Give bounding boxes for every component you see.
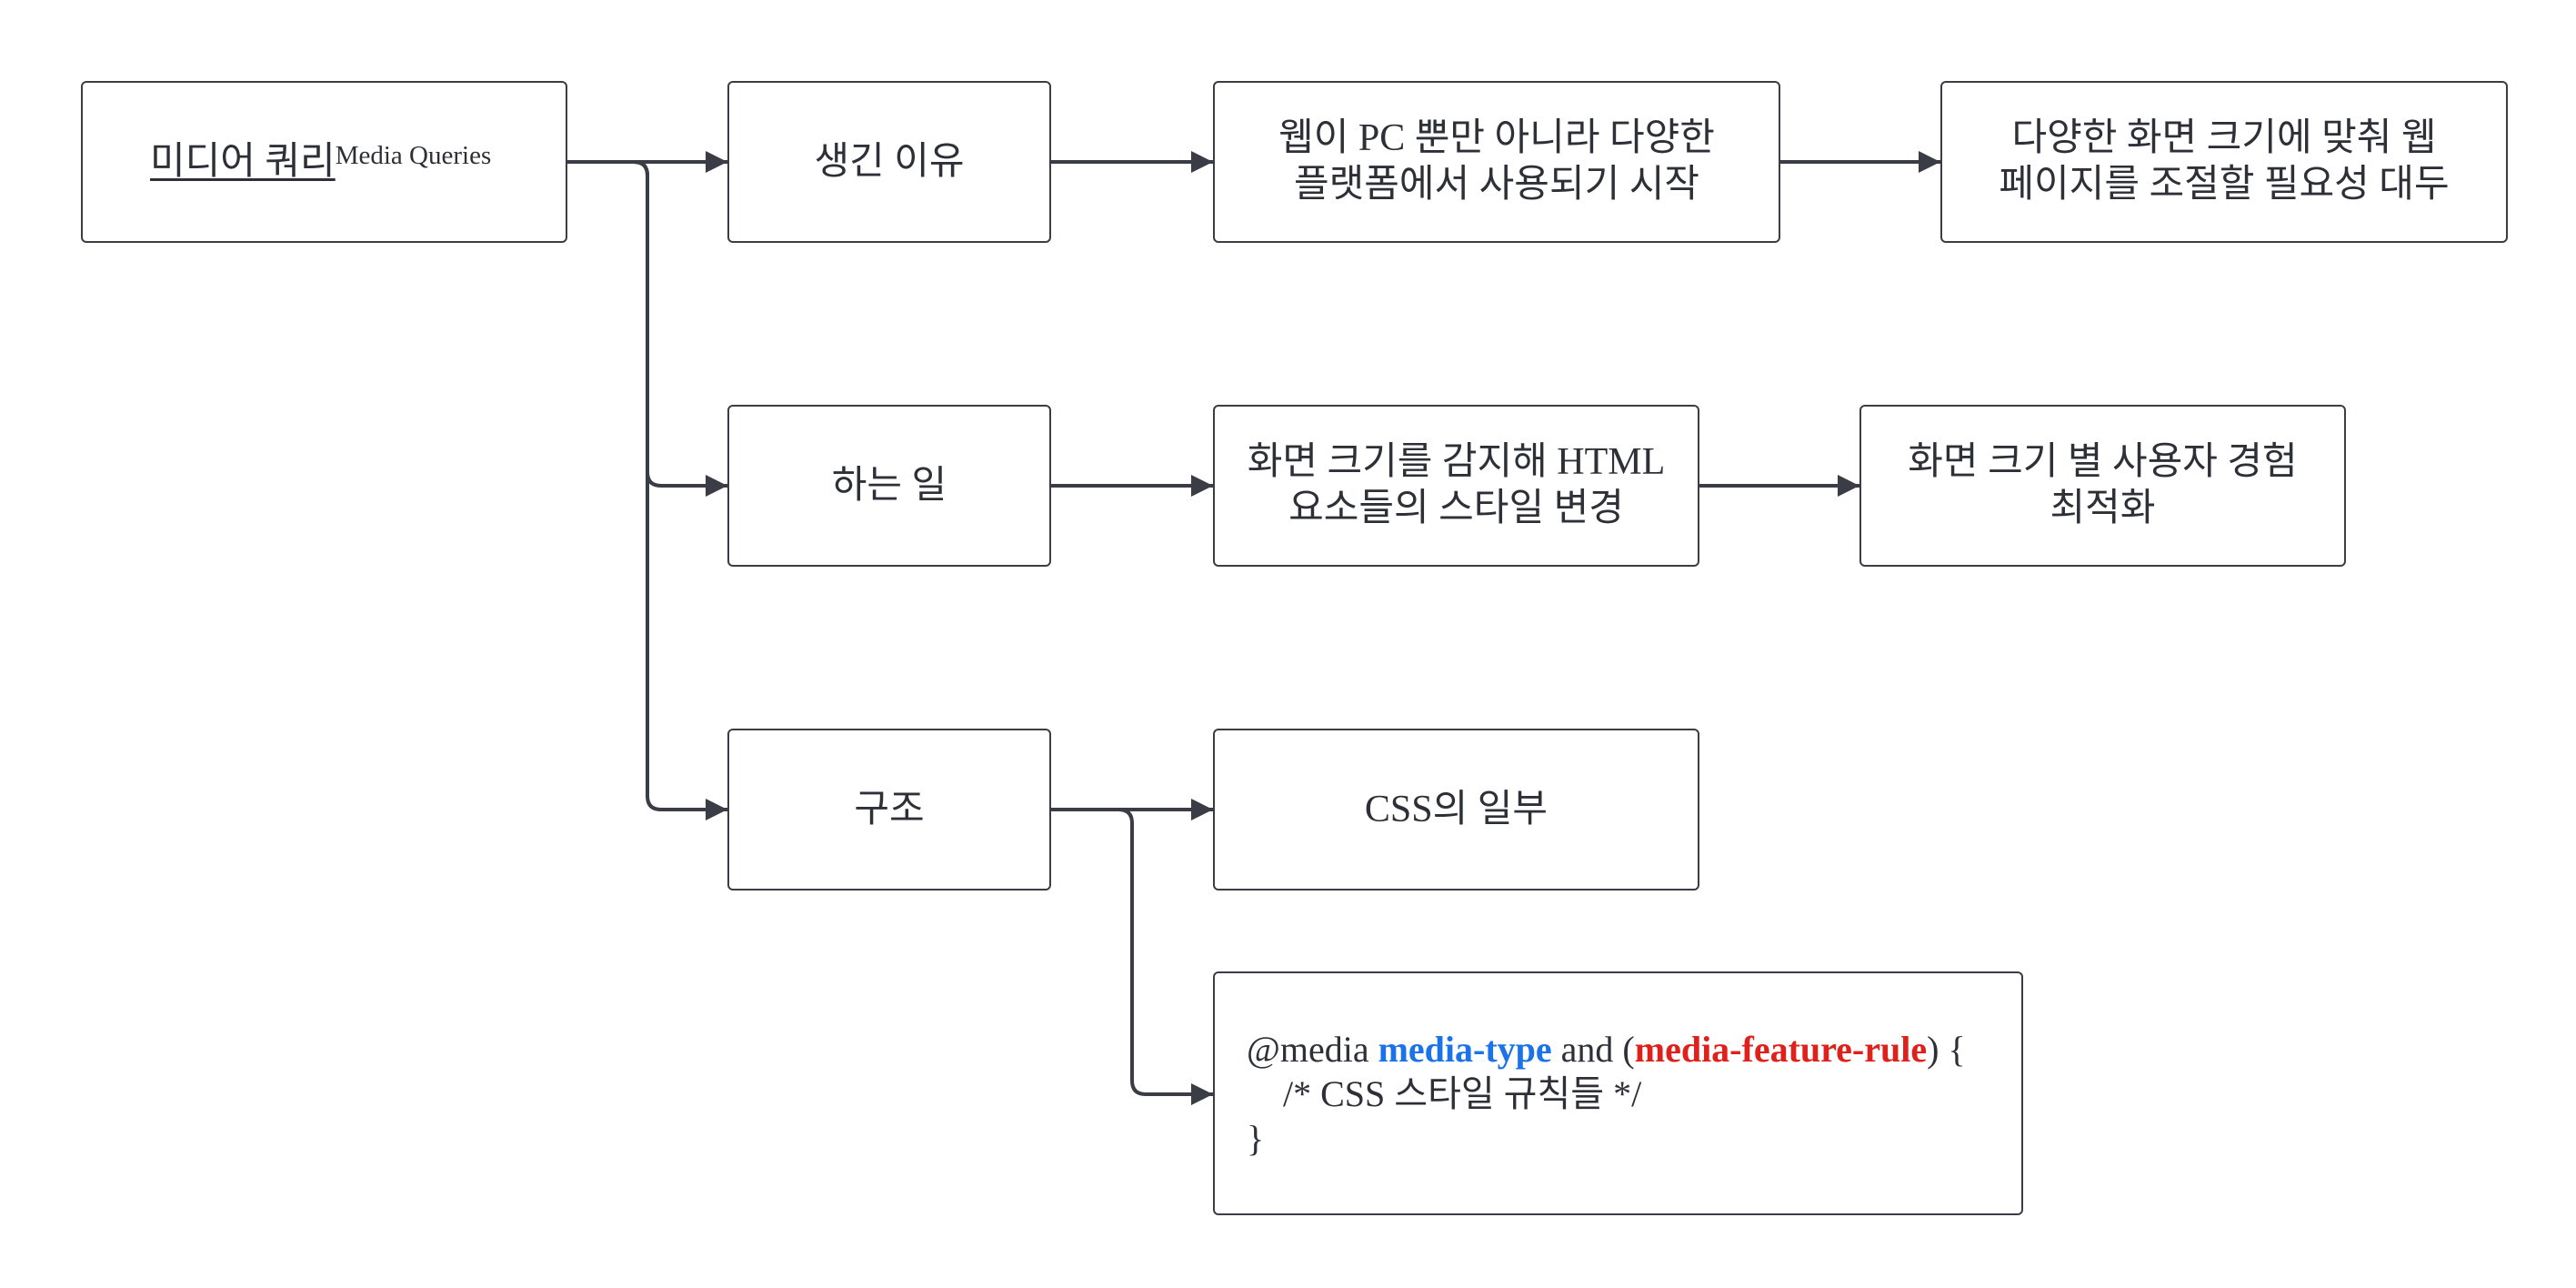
role-step2-node[interactable]: 화면 크기 별 사용자 경험 최적화 [1859,405,2346,567]
structure-step1-node[interactable]: CSS의 일부 [1213,729,1699,891]
code-line-2: /* CSS 스타일 규칙들 */ [1247,1072,1966,1116]
reason-step1-line2: 플랫폼에서 사용되기 시작 [1293,164,1700,206]
reason-label: 생긴 이유 [814,140,965,183]
code-feature-rule: media-feature-rule [1634,1028,1928,1070]
code-close: } [1247,1117,1265,1159]
code-and: and [1560,1028,1614,1070]
code-paren-open: ( [1622,1028,1635,1070]
role-node[interactable]: 하는 일 [727,405,1051,567]
role-step1-line2: 요소들의 스타일 변경 [1288,488,1624,529]
code-paren-close: ) { [1927,1028,1966,1070]
code-node[interactable]: @media media-type and (media-feature-rul… [1213,971,2023,1215]
role-step1-node[interactable]: 화면 크기를 감지해 HTML 요소들의 스타일 변경 [1213,405,1699,567]
root-title: 미디어 쿼리 [150,140,336,183]
connector-structure-code [1051,808,1213,1105]
reason-step2-node[interactable]: 다양한 화면 크기에 맞춰 웹 페이지를 조절할 필요성 대두 [1940,81,2508,243]
code-at-rule: @media [1247,1028,1369,1070]
reason-step1-line1: 웹이 PC 뿐만 아니라 다양한 [1278,117,1715,159]
role-step2-line2: 최적화 [2050,488,2156,529]
structure-node[interactable]: 구조 [727,729,1051,891]
role-step1-line1: 화면 크기를 감지해 HTML [1247,441,1666,483]
structure-label: 구조 [854,788,925,830]
structure-step1-text: CSS의 일부 [1364,788,1549,830]
code-block: @media media-type and (media-feature-rul… [1247,1027,1966,1161]
reason-step2-line1: 다양한 화면 크기에 맞춰 웹 [2011,117,2437,159]
connector-root-to-structure [567,160,727,820]
code-body: /* CSS 스타일 규칙들 */ [1283,1072,1642,1114]
code-line-3: } [1247,1116,1966,1161]
reason-step1-node[interactable]: 웹이 PC 뿐만 아니라 다양한 플랫폼에서 사용되기 시작 [1213,81,1780,243]
code-media-type: media-type [1378,1028,1552,1070]
code-line-1: @media media-type and (media-feature-rul… [1247,1027,1966,1072]
root-subtitle: Media Queries [335,140,492,170]
role-label: 하는 일 [831,464,947,507]
role-step2-line1: 화면 크기 별 사용자 경험 [1908,441,2298,483]
reason-node[interactable]: 생긴 이유 [727,81,1051,243]
reason-step2-line2: 페이지를 조절할 필요성 대두 [1999,164,2450,206]
